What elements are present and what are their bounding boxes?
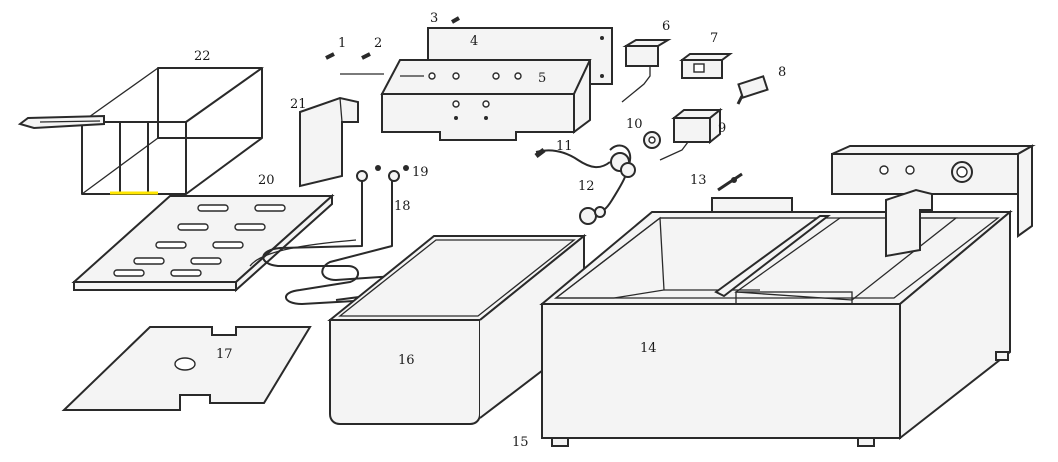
part-label-5: 5 (538, 71, 546, 86)
part-label-20: 20 (258, 173, 275, 188)
part-label-18: 18 (394, 199, 411, 214)
part-thermostat (679, 53, 733, 79)
part-label-9: 9 (718, 121, 726, 136)
part-label-7: 7 (710, 31, 718, 46)
part-safety-cutout (659, 107, 723, 161)
part-switch (621, 39, 672, 103)
part-label-11: 11 (556, 139, 573, 154)
part-label-21: 21 (290, 97, 307, 112)
part-label-16: 16 (398, 353, 415, 368)
part-wiring (534, 144, 636, 225)
part-label-2: 2 (374, 36, 382, 51)
part-label-14: 14 (640, 341, 657, 356)
part-heating-element (249, 165, 409, 305)
part-label-15: 15 (512, 435, 529, 450)
part-label-4: 4 (470, 34, 478, 49)
part-label-10: 10 (626, 117, 643, 132)
part-basket (17, 67, 265, 195)
part-labels: 1 2 3 4 5 6 7 8 9 10 11 12 13 14 15 16 1… (194, 11, 786, 450)
part-indicator (736, 75, 769, 105)
part-probe (717, 172, 743, 192)
part-label-12: 12 (578, 179, 595, 194)
part-knob (643, 131, 661, 149)
part-label-1: 1 (338, 36, 346, 51)
part-label-3: 3 (430, 11, 438, 26)
part-bottom-plate (61, 326, 312, 411)
part-label-22: 22 (194, 49, 211, 64)
part-label-19: 19 (412, 165, 429, 180)
part-perforated-tray (71, 193, 335, 293)
part-oil-tank (327, 233, 587, 425)
part-label-8: 8 (778, 65, 786, 80)
part-label-6: 6 (662, 19, 670, 34)
part-control-housing (340, 59, 592, 141)
part-screws (325, 16, 460, 60)
part-bracket (299, 96, 359, 188)
part-label-13: 13 (690, 173, 707, 188)
part-main-housing (539, 144, 1036, 447)
part-label-17: 17 (216, 347, 233, 362)
